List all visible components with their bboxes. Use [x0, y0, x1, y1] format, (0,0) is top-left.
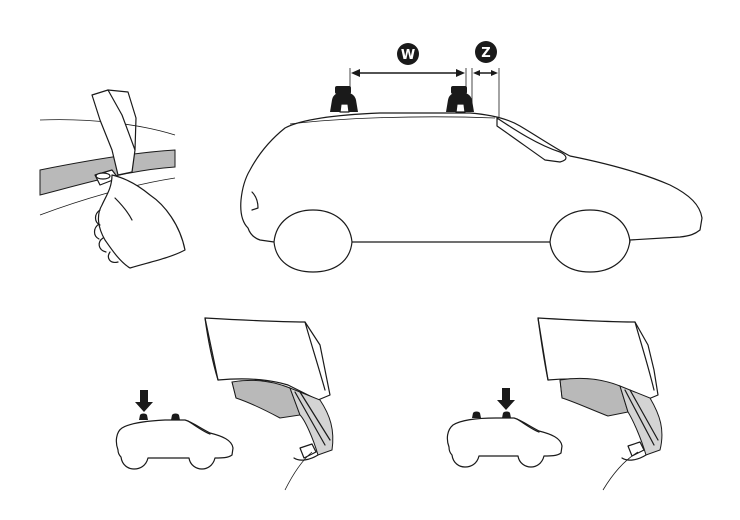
- small-car-right: [446, 417, 563, 468]
- front-roof-foot: [446, 86, 474, 113]
- front-foot-detail: [446, 317, 663, 491]
- w-label-badge: [397, 43, 419, 65]
- w-label: W: [401, 48, 415, 63]
- z-label: Z: [481, 46, 490, 61]
- rear-foot-detail: [115, 317, 334, 491]
- front-arrow-icon: [497, 388, 515, 410]
- car-side-view: W Z: [240, 41, 703, 273]
- hand-install-illustration: [39, 89, 186, 269]
- rear-arrow-icon: [135, 390, 153, 412]
- w-dimension: W: [349, 43, 467, 90]
- rear-roof-foot: [330, 86, 358, 113]
- z-label-badge: [475, 41, 497, 63]
- z-dimension: Z: [471, 41, 500, 118]
- small-car-left: [115, 419, 234, 470]
